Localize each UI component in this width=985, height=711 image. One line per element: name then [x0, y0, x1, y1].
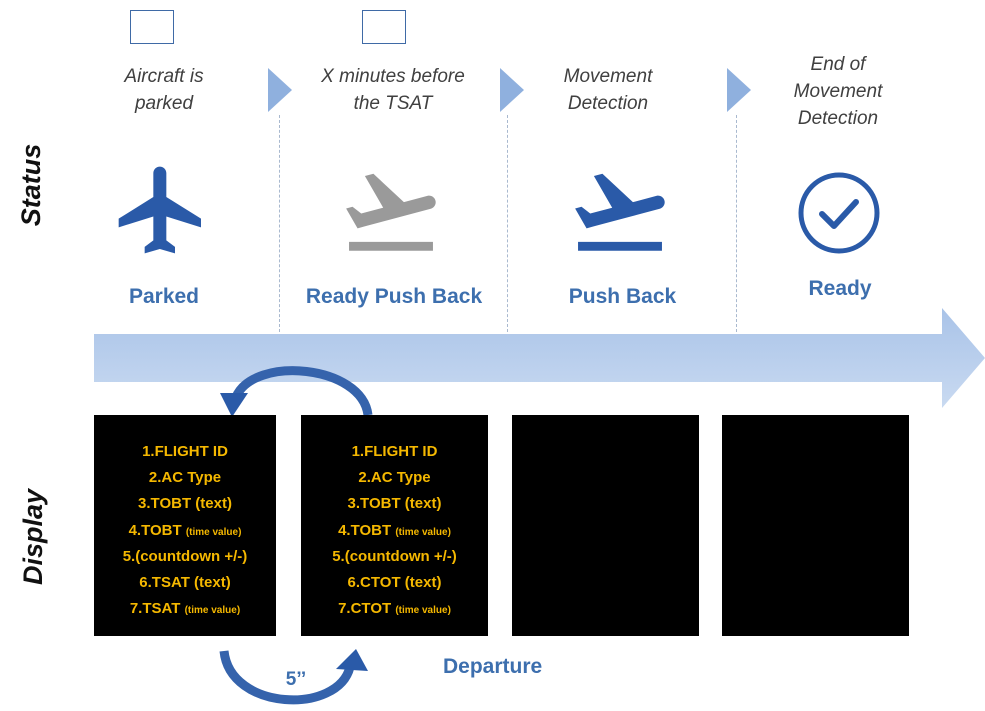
stage-3-trigger: Movement Detection — [528, 63, 688, 117]
display-side-label: Display — [18, 488, 48, 586]
display-line: 3.TOBT (text) — [138, 495, 232, 513]
airplane-icon — [118, 166, 201, 254]
curved-arrow-icon — [220, 366, 373, 417]
stage-4-trigger: End of Movement Detection — [763, 51, 913, 132]
cycle-interval-label: 5’’ — [285, 669, 307, 690]
display-screen-3 — [512, 415, 699, 636]
display-screen-2: 1.FLIGHT ID 2.AC Type 3.TOBT (text) 4.TO… — [301, 415, 488, 636]
check-circle-icon — [798, 172, 880, 254]
stage-divider — [507, 115, 508, 332]
display-line: 1.FLIGHT ID — [142, 443, 228, 460]
takeoff-icon — [575, 173, 665, 251]
trigger-line: Movement — [563, 66, 653, 87]
display-line: 7.CTOT (time value) — [338, 600, 451, 618]
curved-arrow-icon — [219, 649, 368, 705]
stage-label-push-back: Push Back — [568, 285, 677, 308]
display-list: 1.FLIGHT ID 2.AC Type 3.TOBT (text) 4.TO… — [94, 440, 276, 623]
stage-label-ready-push-back: Ready Push Back — [305, 285, 483, 308]
stage-2-trigger: X minutes before the TSAT — [293, 63, 493, 117]
display-line: 2.AC Type — [358, 469, 431, 487]
display-line: 3.TOBT (text) — [347, 495, 442, 513]
display-line: 4.TOBT (time value) — [338, 521, 451, 539]
trigger-line: Detection — [797, 108, 879, 129]
trigger-line: Aircraft is — [124, 66, 204, 87]
chevron-right-icon — [727, 68, 751, 112]
trigger-line: the TSAT — [353, 93, 433, 114]
display-line: 4.TOBT (time value) — [128, 521, 242, 539]
chevron-right-icon — [500, 68, 524, 112]
stage-divider — [279, 115, 280, 332]
stage-label-ready: Ready — [808, 277, 872, 300]
display-list: 1.FLIGHT ID 2.AC Type 3.TOBT (text) 4.TO… — [301, 440, 488, 623]
trigger-line: Detection — [567, 93, 649, 114]
display-line: 5.(countdown +/-) — [332, 547, 457, 565]
display-line: 6.CTOT (text) — [347, 574, 442, 592]
timeline-arrow — [94, 308, 985, 408]
stage-1-trigger: Aircraft is parked — [94, 63, 234, 117]
trigger-line: End of — [810, 54, 866, 75]
trigger-line: parked — [134, 93, 194, 114]
departure-label: Departure — [443, 655, 543, 678]
display-line: 1.FLIGHT ID — [351, 443, 438, 460]
display-line: 2.AC Type — [148, 469, 222, 487]
display-screen-4 — [722, 415, 909, 636]
trigger-line: X minutes before — [321, 66, 465, 87]
display-screen-1: 1.FLIGHT ID 2.AC Type 3.TOBT (text) 4.TO… — [94, 415, 276, 636]
chevron-right-icon — [268, 68, 292, 112]
display-line: 6.TSAT (text) — [139, 574, 231, 592]
trigger-line: Movement — [793, 81, 883, 102]
display-line: 7.TSAT (time value) — [129, 600, 241, 618]
stage-1-checkbox[interactable] — [130, 10, 174, 44]
stage-2-checkbox[interactable] — [362, 10, 406, 44]
stage-divider — [736, 115, 737, 332]
stage-label-parked: Parked — [128, 285, 200, 308]
takeoff-icon — [346, 173, 436, 251]
status-side-label: Status — [16, 143, 46, 227]
display-line: 5.(countdown +/-) — [122, 547, 248, 565]
